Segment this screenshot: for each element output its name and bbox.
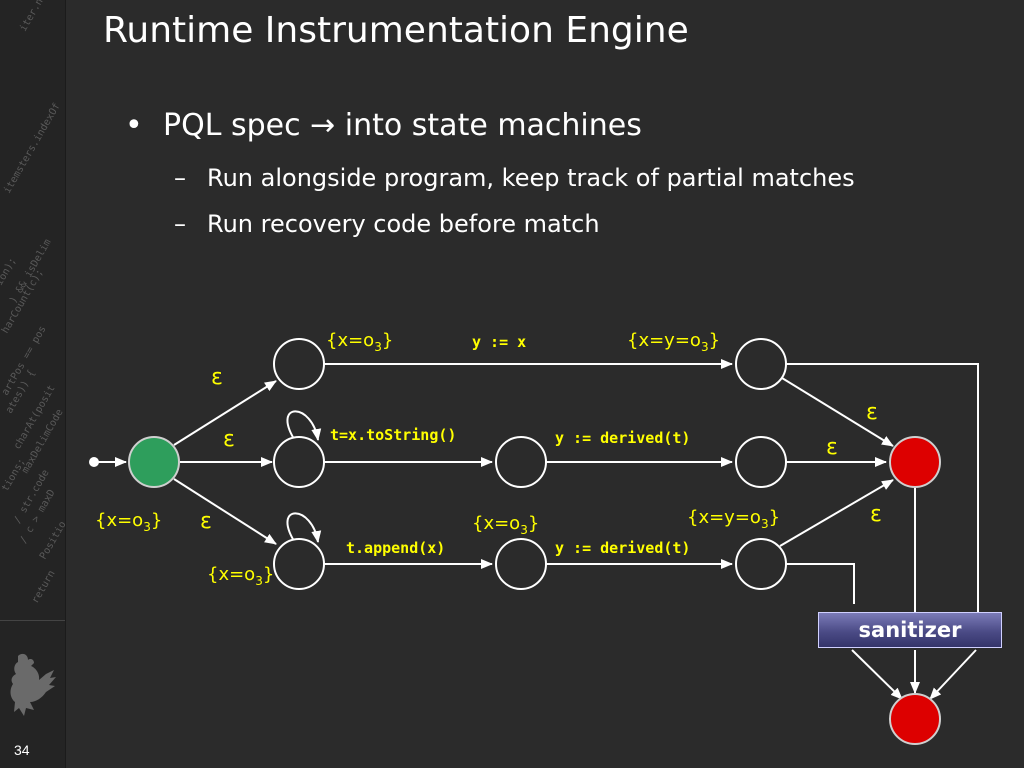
edge-label: y := derived(t) [555,539,690,557]
self-loop-mid [286,410,322,441]
transition-edges [89,359,979,700]
binding-sets: {x=o3} {x=y=o3} {x=o3} {x=o3} {x=y=o3} {… [95,330,780,588]
slide-title: Runtime Instrumentation Engine [103,10,689,51]
edge-top-to-sanitizer [786,363,979,612]
binding-set: {x=o3} [326,330,393,354]
sidebar-divider [0,620,65,621]
final-state [889,436,941,488]
edge-bot-to-final [779,479,894,547]
bullet-text: PQL spec → into state machines [163,108,642,143]
griffin-logo-icon [10,653,56,716]
edge-labels: y := x t=x.toString() y := derived(t) t.… [330,333,690,557]
self-loop-bot [286,512,322,543]
epsilon-label: ε [866,400,878,425]
left-sidebar: iter.next( itemsters.indexOf ion); ) && … [0,0,66,768]
binding-set: {x=o3} [95,510,162,534]
epsilon-label: ε [223,427,235,452]
sub-bullet-marker: – [174,164,186,192]
edge-start-to-top [173,380,277,446]
sub-bullet-marker: – [174,210,186,238]
state-mid-2 [495,436,547,488]
binding-set: {x=y=o3} [627,330,720,354]
epsilon-label: ε [211,365,223,390]
slide-number: 34 [14,742,30,758]
epsilon-label: ε [200,509,212,534]
state-mid-3 [735,436,787,488]
bullet-marker: • [125,108,143,143]
binding-set: {x=o3} [207,564,274,588]
edge-bot-to-sanitizer [786,563,855,604]
edge-top-to-final [781,377,894,447]
state-top-2 [735,338,787,390]
states [128,338,941,745]
state-bot-2 [495,538,547,590]
sub-bullet-text: Run recovery code before match [207,210,600,238]
epsilon-label: ε [870,502,882,527]
state-bot-1 [273,538,325,590]
state-mid-1 [273,436,325,488]
end-state [889,693,941,745]
edge-label: y := derived(t) [555,429,690,447]
edge-label: t.append(x) [346,539,445,557]
epsilon-labels: ε ε ε ε ε ε [200,365,882,534]
start-state [128,436,180,488]
epsilon-label: ε [826,435,838,460]
state-top-1 [273,338,325,390]
edge-label: t=x.toString() [330,426,456,444]
binding-set: {x=y=o3} [687,507,780,531]
edge-start-to-bot [173,478,277,545]
sub-bullet-text: Run alongside program, keep track of par… [207,164,855,192]
edge-sanitizer-to-end-right [929,649,977,700]
edge-sanitizer-to-end-left [851,649,903,700]
binding-set: {x=o3} [472,513,539,537]
edge-label: y := x [472,333,526,351]
sanitizer-box: sanitizer [818,612,1002,648]
state-bot-3 [735,538,787,590]
